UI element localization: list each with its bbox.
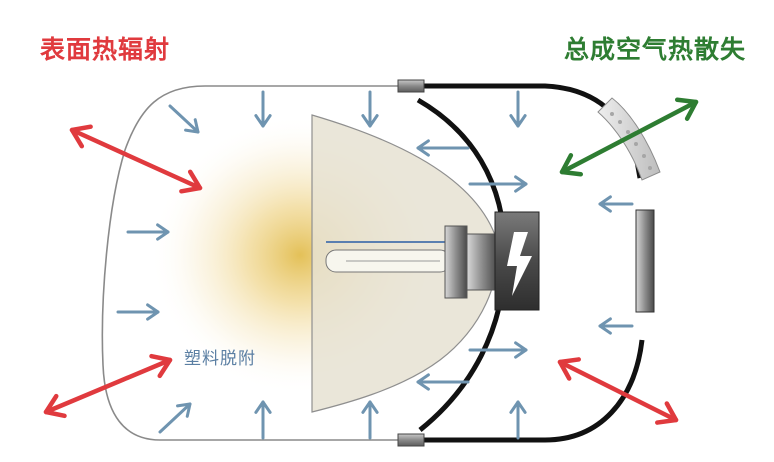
connector xyxy=(494,211,540,311)
lightning-bolt-icon xyxy=(507,232,532,296)
inner-heat-arrow xyxy=(598,195,634,213)
inner-heat-arrow xyxy=(416,139,470,157)
inner-heat-arrow xyxy=(361,400,379,440)
inner-heat-arrow xyxy=(254,400,272,440)
label-surface-radiation: 表面热辐射 xyxy=(40,35,171,64)
lens-outline xyxy=(101,85,402,441)
inner-heat-arrow xyxy=(598,317,634,335)
inner-heat-arrow xyxy=(168,104,200,134)
surface-radiation-arrow xyxy=(557,357,679,425)
inner-heat-arrow xyxy=(361,90,379,128)
bulb xyxy=(325,241,451,273)
air-heat-loss-arrow xyxy=(559,97,699,177)
label-plastic-desorption: 塑料脱附 xyxy=(184,349,256,369)
inner-heat-arrow xyxy=(254,90,272,128)
bulb-socket xyxy=(444,225,498,299)
mount-bottom xyxy=(397,433,425,447)
inner-heat-arrow xyxy=(509,90,527,128)
inner-heat-arrow xyxy=(158,402,192,434)
surface-radiation-arrow xyxy=(43,353,173,419)
inner-heat-arrow xyxy=(468,341,528,359)
arrow-layer xyxy=(43,90,699,440)
inner-heat-arrow xyxy=(416,373,470,391)
housing-wall-bottom xyxy=(402,339,645,443)
inner-heat-arrow xyxy=(509,400,527,440)
housing-wall-top xyxy=(402,83,643,179)
label-air-heat-loss: 总成空气热散失 xyxy=(563,35,746,64)
inner-heat-arrow xyxy=(468,175,528,193)
inner-heat-arrow xyxy=(126,223,170,241)
back-cover xyxy=(635,209,655,313)
mount-top xyxy=(397,79,425,93)
inner-heat-arrow xyxy=(116,303,160,321)
surface-radiation-arrow xyxy=(69,124,203,194)
